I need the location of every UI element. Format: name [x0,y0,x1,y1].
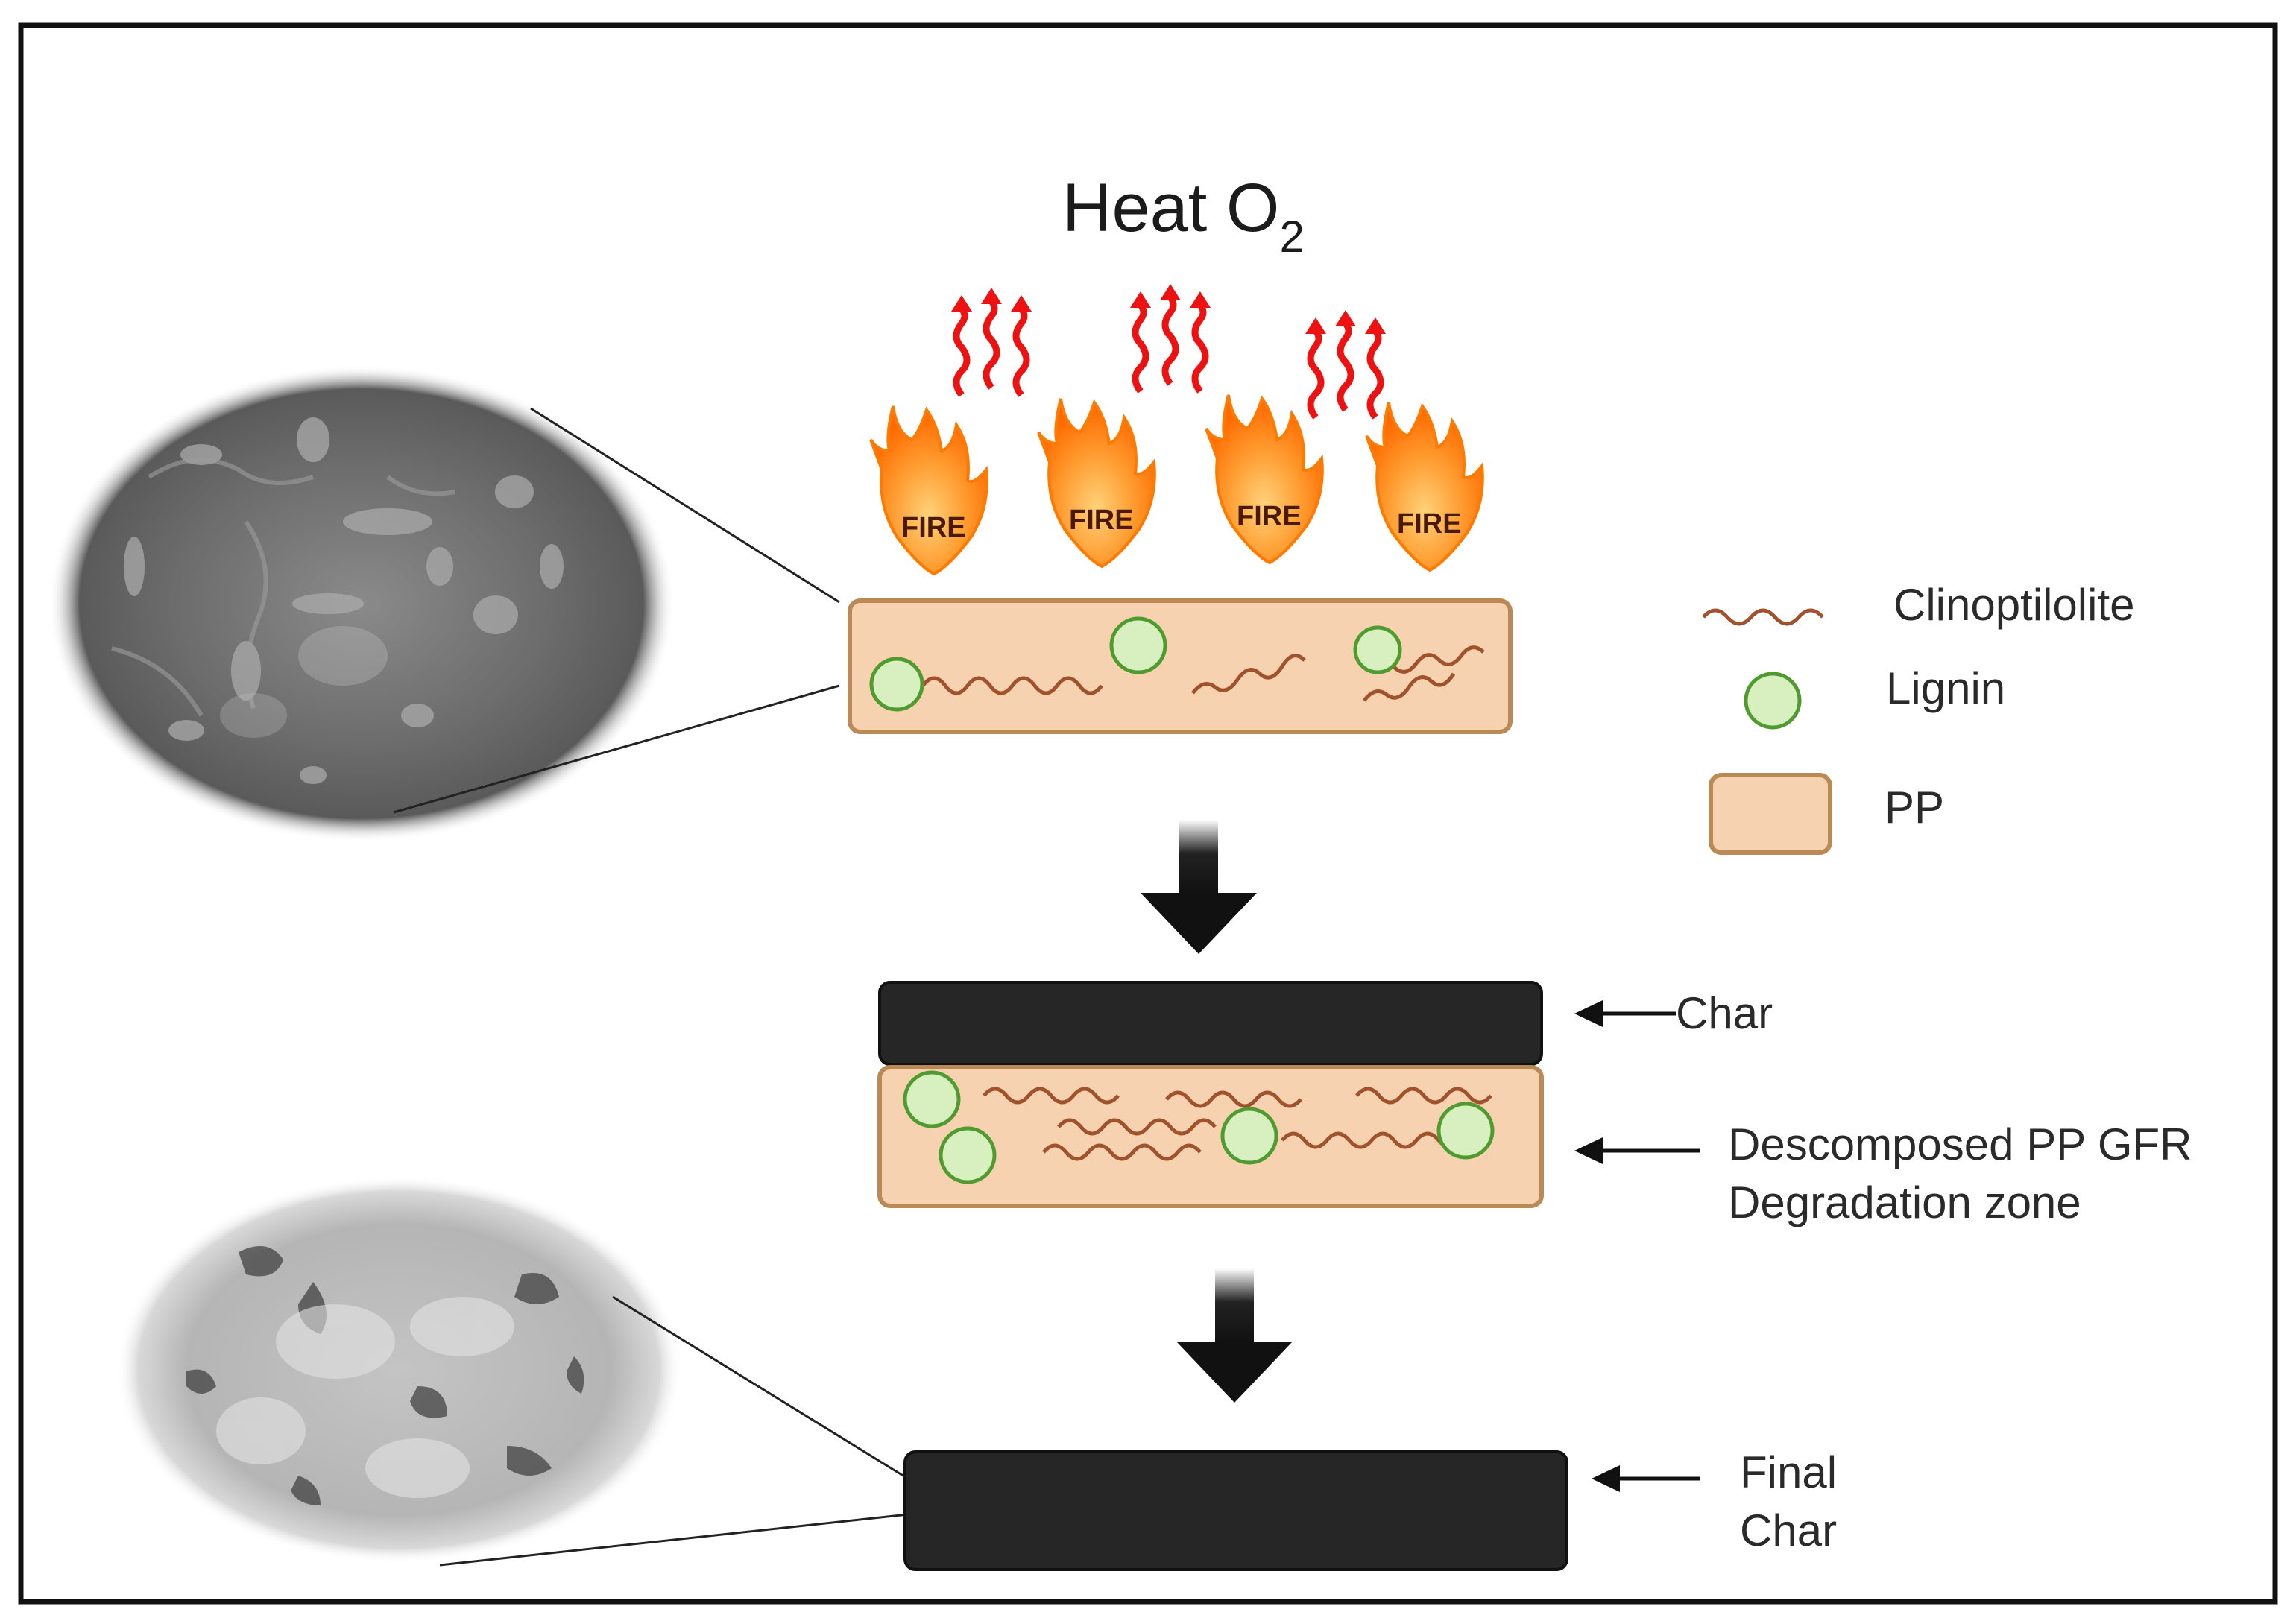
char-layer [878,981,1543,1066]
legend-lignin-label: Lignin [1886,663,2005,713]
legend-clinoptilolite-symbol [1702,608,1824,626]
heat-arrow-head [1335,310,1356,326]
down-arrow-1 [1141,820,1257,954]
flame-icon: FIRE [869,405,988,576]
heat-wave-arrow [1012,306,1030,397]
legend-pp-label: PP [1885,783,1944,832]
heat-wave-arrow [1337,321,1354,412]
clinoptilolite-fiber [1363,672,1456,702]
heat-arrow-head [981,288,1002,304]
lignin-particle [869,657,924,712]
decomposed-layer [877,1065,1544,1208]
heat-arrow-head [1190,291,1211,308]
pp-composite-layer [848,598,1513,734]
zoom-line-top-upper [530,407,840,604]
flames-group: FIRE FIRE FIRE FIRE [869,394,1484,576]
heat-oxygen-title: Heat O2 [1062,170,1305,262]
char-label: Char [1676,988,1773,1038]
legend: Clinoptilolite Lignin PP [1702,580,2135,855]
heat-wave-arrow [1307,329,1325,420]
heat-arrows-group [951,284,1386,420]
heat-wave-arrow [1161,295,1179,386]
final-char-label-line1: Final [1740,1447,1837,1497]
lignin-particle [1109,616,1167,674]
zoom-line-bottom-lower [439,1513,909,1567]
decomposed-label-line2: Degradation zone [1728,1178,2081,1227]
clinoptilolite-fiber [1042,1143,1202,1161]
flame-icon: FIRE [1365,402,1484,572]
final-char-pointer [1592,1465,1700,1492]
flame-icon: FIRE [1205,394,1324,565]
legend-lignin-symbol [1744,672,1802,730]
decomposed-label-line1: Descomposed PP GFR [1728,1119,2192,1169]
down-arrow-2 [1176,1268,1293,1403]
lignin-particle [1220,1107,1278,1165]
final-char-label-line2: Char [1740,1505,1837,1555]
legend-clinoptilolite-label: Clinoptilolite [1893,580,2135,630]
sem-image-top [48,365,675,842]
lignin-particle [1353,625,1402,674]
heat-arrow-head [951,295,972,312]
heat-arrow-head [1305,317,1326,334]
clinoptilolite-fiber [983,1087,1120,1105]
heat-wave-arrow [1132,303,1149,394]
clinoptilolite-fiber [1165,1090,1302,1108]
clinoptilolite-fiber [1057,1118,1217,1136]
clinoptilolite-fiber [921,676,1103,695]
zoom-line-bottom-upper [612,1295,909,1480]
fire-label: FIRE [901,512,966,543]
clinoptilolite-fiber [1355,1087,1492,1105]
zoom-line-top-lower [393,684,840,814]
legend-pp-symbol [1709,773,1832,855]
heat-arrow-head [1365,317,1386,334]
final-char-layer [903,1450,1568,1571]
heat-arrow-head [1160,284,1181,300]
decomposed-pointer [1574,1137,1700,1164]
sem-image-bottom [116,1176,682,1564]
fire-label: FIRE [1069,505,1134,536]
char-pointer [1574,1000,1676,1027]
heat-wave-arrow [953,306,971,397]
fire-label: FIRE [1237,501,1302,532]
fire-label: FIRE [1397,508,1462,540]
flame-icon: FIRE [1037,398,1156,569]
lignin-particle [1436,1102,1495,1160]
heat-wave-arrow [1366,329,1384,420]
lignin-particle [903,1070,961,1128]
clinoptilolite-fiber [1191,654,1306,695]
lignin-particle [939,1126,997,1184]
heat-arrow-head [1011,295,1032,312]
heat-wave-arrow [983,299,1000,390]
clinoptilolite-fiber [1281,1131,1463,1149]
heat-wave-arrow [1191,303,1209,394]
heat-arrow-head [1130,291,1151,308]
